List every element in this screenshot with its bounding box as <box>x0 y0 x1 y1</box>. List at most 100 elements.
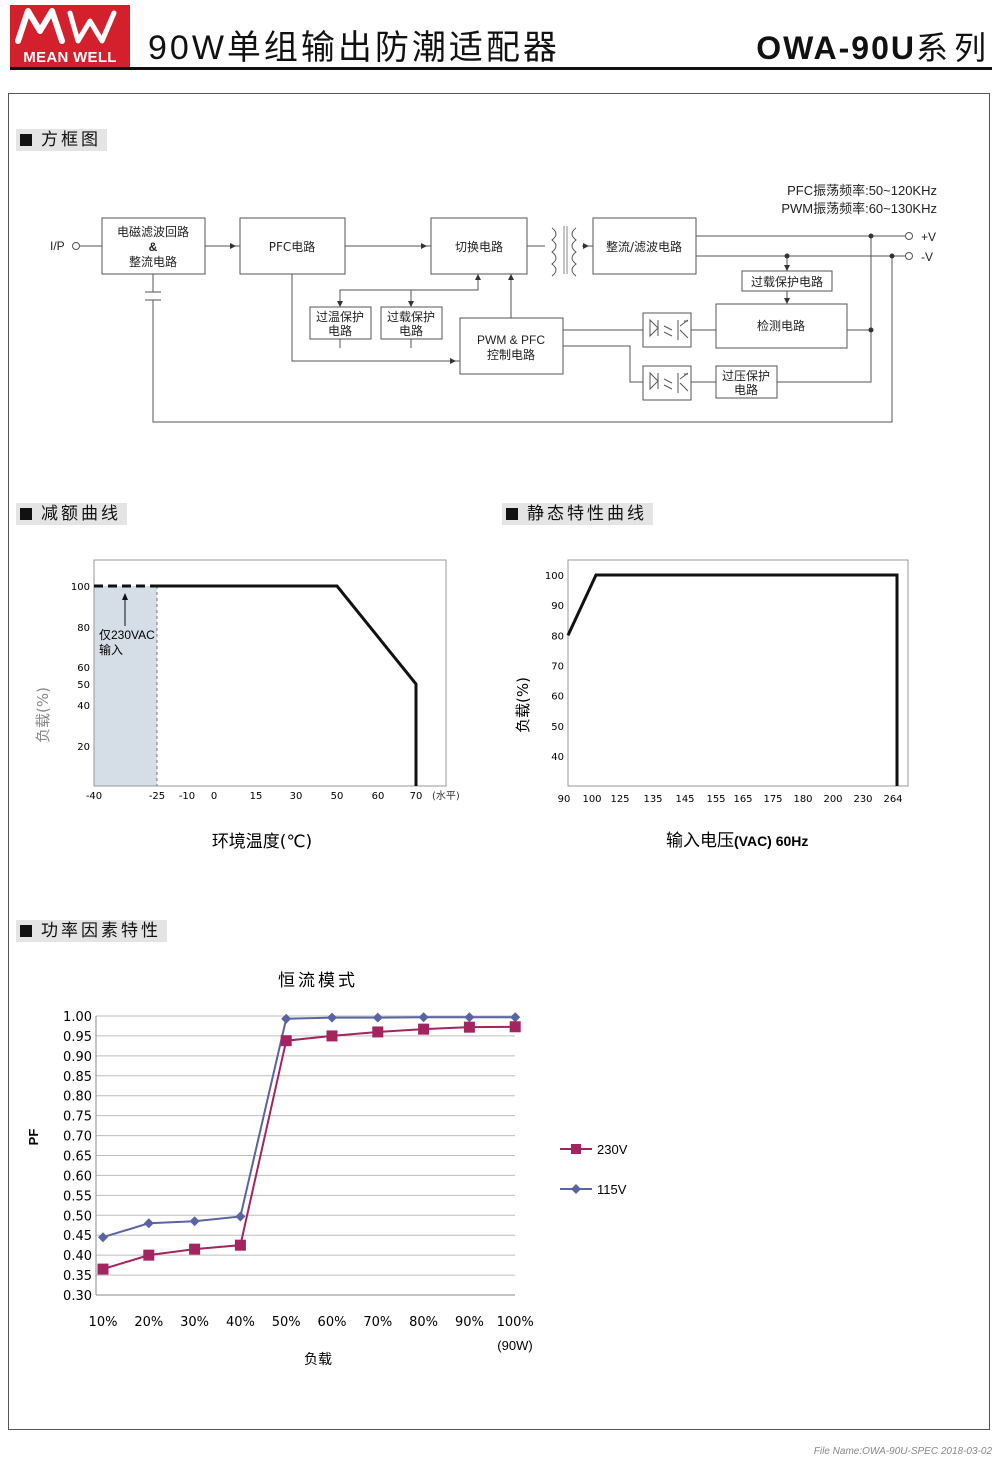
pf-y-tick: 0.55 <box>63 1189 92 1204</box>
pf-point-230v <box>509 1021 521 1033</box>
section-heading-block: 方框图 <box>16 129 107 151</box>
pf-x-tick: 30% <box>180 1315 209 1330</box>
pf-series-line-115V <box>102 1016 516 1239</box>
emi-label-2: & <box>149 240 158 254</box>
pf-point-115v <box>235 1211 246 1222</box>
output-positive: +V <box>921 230 936 244</box>
output-negative: -V <box>921 250 933 264</box>
derating-x-tick: 70 <box>410 791 423 802</box>
derating-annotation-1: 仅230VAC <box>99 628 155 642</box>
otp-label-1: 过温保护 <box>316 310 364 324</box>
annotation-arrow-head <box>122 593 128 600</box>
static-y-tick: 60 <box>551 692 564 703</box>
rectifier-label: 整流/滤波电路 <box>606 239 682 254</box>
static-x-tick: 165 <box>733 794 752 805</box>
content-frame <box>8 93 990 1430</box>
derating-x-tick: 0 <box>211 791 217 802</box>
input-label: I/P <box>50 239 65 253</box>
derating-x-label: 环境温度(℃) <box>212 832 312 852</box>
pfc-frequency: PFC振荡频率:50~120KHz <box>787 183 937 198</box>
pf-point-115v <box>327 1012 337 1023</box>
pf-y-tick: 0.80 <box>63 1090 92 1105</box>
square-bullet-icon <box>506 508 518 520</box>
derating-y-tick: 20 <box>77 742 90 753</box>
static-x-tick: 90 <box>558 794 571 805</box>
pf-point-115v <box>189 1216 200 1227</box>
static-y-tick: 50 <box>551 722 564 733</box>
static-plot-frame <box>567 559 909 787</box>
pf-y-tick: 0.90 <box>63 1050 92 1065</box>
derating-curve <box>157 584 418 786</box>
pf-y-label: PF <box>26 1129 41 1146</box>
static-y-tick: 40 <box>551 752 564 763</box>
pf-y-tick: 0.65 <box>63 1150 92 1165</box>
document-title: 90W单组输出防潮适配器 <box>148 29 560 67</box>
derating-x-tick: 30 <box>290 791 303 802</box>
pf-point-230v <box>97 1263 109 1275</box>
derating-x-tick: 50 <box>331 791 344 802</box>
pf-point-115v <box>281 1013 292 1024</box>
static-y-tick: 100 <box>545 571 564 582</box>
derating-y-tick: 60 <box>77 663 90 674</box>
block-diagram: PFC振荡频率:50~120KHz PWM振荡频率:60~130KHz I/P … <box>50 183 937 423</box>
derating-y-tick: 100 <box>71 582 90 593</box>
pf-point-115v <box>143 1218 154 1229</box>
derating-plot-frame <box>93 559 447 787</box>
derating-x-tick: -10 <box>179 791 195 802</box>
square-bullet-icon <box>20 134 32 146</box>
static-x-tick: 155 <box>706 794 725 805</box>
derating-x-tick: -25 <box>149 791 165 802</box>
emi-label-1: 电磁滤波回路 <box>117 224 189 239</box>
derating-y-label: 负载(%) <box>34 687 52 743</box>
static-y-tick: 80 <box>551 631 564 642</box>
static-x-label: 输入电压(VAC) 60Hz <box>666 831 808 851</box>
static-curve <box>566 573 899 786</box>
pf-point-230v <box>189 1243 201 1255</box>
pf-point-230v <box>463 1021 475 1033</box>
pf-y-tick: 0.50 <box>63 1209 92 1224</box>
series-suffix: 系列 <box>915 30 992 66</box>
pf-x-tick: 100% <box>497 1315 534 1330</box>
static-x-tick: 180 <box>793 794 812 805</box>
pf-y-tick: 0.30 <box>63 1289 92 1304</box>
static-x-tick: 145 <box>675 794 694 805</box>
static-y-tick: 70 <box>551 662 564 673</box>
derating-x-tick: 15 <box>250 791 263 802</box>
static-x-tick: 264 <box>883 794 902 805</box>
pf-x-label: 负载 <box>304 1352 332 1368</box>
pf-y-tick: 0.85 <box>63 1070 92 1085</box>
series-model: OWA-90U <box>756 30 916 66</box>
pf-x-tick: 20% <box>134 1315 163 1330</box>
pf-legend-label: 230V <box>597 1142 628 1157</box>
pf-legend-label: 115V <box>597 1182 627 1197</box>
static-y-label: 负载(%) <box>514 677 532 733</box>
pf-y-tick: 0.95 <box>63 1030 92 1045</box>
static-x-tick: 175 <box>763 794 782 805</box>
section-heading-pf: 功率因素特性 <box>16 920 167 942</box>
pf-point-230v <box>234 1239 246 1251</box>
section-heading-derating: 减额曲线 <box>16 503 127 525</box>
olp-top-label: 过载保护电路 <box>751 274 823 289</box>
pf-x-tick: 10% <box>89 1315 118 1330</box>
otp-label-2: 电路 <box>328 323 352 338</box>
pf-y-tick: 0.60 <box>63 1169 92 1184</box>
series-name: OWA-90U系列 <box>756 26 992 70</box>
derating-y-tick: 80 <box>77 623 90 634</box>
static-x-tick: 230 <box>853 794 872 805</box>
olp-label-1: 过载保护 <box>387 310 435 324</box>
pwm-frequency: PWM振荡频率:60~130KHz <box>781 201 937 216</box>
pf-y-tick: 0.35 <box>63 1269 92 1284</box>
pf-point-230v <box>143 1249 155 1261</box>
derating-x-unit: (水平) <box>432 790 460 802</box>
pf-series-line-230V <box>102 1025 516 1271</box>
pf-point-230v <box>372 1026 384 1038</box>
square-bullet-icon <box>20 508 32 520</box>
pf-x-tick: 90% <box>455 1315 484 1330</box>
detect-box <box>715 303 848 349</box>
pf-x-tick: 80% <box>409 1315 438 1330</box>
control-label-2: 控制电路 <box>487 347 535 362</box>
pf-point-115v <box>510 1012 521 1023</box>
pf-y-tick: 0.40 <box>63 1249 92 1264</box>
switch-label: 切换电路 <box>455 239 503 254</box>
